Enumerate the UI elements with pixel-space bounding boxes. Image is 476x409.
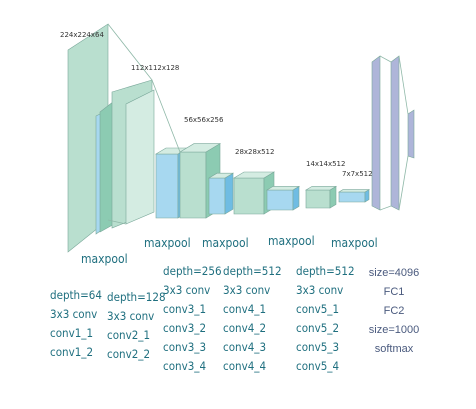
block5-info: depth=512 3x3 conv conv5_1 conv5_2 conv5… xyxy=(296,262,355,376)
fc-size-4096: size=4096 xyxy=(368,267,420,279)
size-label-7: 7x7x512 xyxy=(342,170,373,178)
fc-link-2 xyxy=(379,205,392,211)
fc1-layer xyxy=(371,55,381,211)
final-pool-top xyxy=(337,189,371,193)
block5-depth: depth=512 xyxy=(296,264,355,278)
block5-layer-3: conv5_3 xyxy=(296,340,340,354)
block3-depth: depth=256 xyxy=(163,264,222,278)
conv4-box-front xyxy=(233,177,265,215)
fc-link-1 xyxy=(379,55,392,63)
conv4-box-top xyxy=(232,171,276,179)
fc2-layer xyxy=(390,55,400,211)
conv4-pool-top xyxy=(207,172,235,179)
block5-layer-2: conv5_2 xyxy=(296,321,340,335)
block3-layer-1: conv3_1 xyxy=(163,302,207,316)
fc3-layer xyxy=(407,109,415,159)
maxpool-label-1: maxpool xyxy=(81,252,128,266)
fc-link-3 xyxy=(398,55,409,115)
conv5-box-top xyxy=(304,186,338,191)
block5-kernel: 3x3 conv xyxy=(296,283,344,297)
final-pool-front xyxy=(338,191,366,203)
block5-layer-1: conv5_1 xyxy=(296,302,340,316)
size-label-112: 112x112x128 xyxy=(131,64,180,72)
layer-boxes xyxy=(67,23,415,253)
block3-layer-4: conv3_4 xyxy=(163,359,207,373)
conv2-slab-2 xyxy=(125,89,155,225)
link-1 xyxy=(107,23,153,81)
block4-depth: depth=512 xyxy=(223,264,282,278)
conv4-pool-side xyxy=(224,172,234,215)
link-2 xyxy=(107,219,127,225)
conv3-pool-front xyxy=(155,153,179,219)
block3-kernel: 3x3 conv xyxy=(163,283,211,297)
maxpool-label-2: maxpool xyxy=(144,236,191,250)
conv5-pool-front xyxy=(266,189,294,211)
block2-kernel: 3x3 conv xyxy=(107,309,155,323)
maxpool-label-4: maxpool xyxy=(268,234,315,248)
block4-layer-3: conv4_3 xyxy=(223,340,267,354)
conv5-pool-side xyxy=(292,185,300,211)
conv4-pool-front xyxy=(208,177,226,215)
block2-layer-2: conv2_2 xyxy=(107,347,151,361)
size-label-14: 14x14x512 xyxy=(306,160,346,168)
block2-layer-1: conv2_1 xyxy=(107,328,151,342)
conv3-box-front xyxy=(179,151,207,219)
fc-info: size=4096 FC1 FC2 size=1000 softmax xyxy=(362,264,426,359)
maxpool-label-5: maxpool xyxy=(331,236,378,250)
block1-depth: depth=64 xyxy=(50,288,102,302)
size-label-224: 224x224x64 xyxy=(60,31,104,39)
fc1-label: FC1 xyxy=(383,286,405,298)
block1-info: depth=64 3x3 conv conv1_1 conv1_2 xyxy=(50,286,102,362)
block2-info: depth=128 3x3 conv conv2_1 conv2_2 xyxy=(107,288,166,364)
block4-layer-2: conv4_2 xyxy=(223,321,267,335)
conv5-pool-top xyxy=(265,186,301,191)
fc2-label: FC2 xyxy=(383,305,405,317)
fc-size-1000: size=1000 xyxy=(368,324,420,336)
block1-kernel: 3x3 conv xyxy=(50,307,98,321)
maxpool-label-3: maxpool xyxy=(202,236,249,250)
block4-layer-1: conv4_1 xyxy=(223,302,267,316)
block1-layer-1: conv1_1 xyxy=(50,326,94,340)
softmax-label: softmax xyxy=(374,343,414,355)
block5-layer-4: conv5_4 xyxy=(296,359,340,373)
block2-depth: depth=128 xyxy=(107,290,166,304)
block4-layer-4: conv4_4 xyxy=(223,359,267,373)
block1-layer-2: conv1_2 xyxy=(50,345,94,359)
size-label-56: 56x56x256 xyxy=(184,116,224,124)
block3-info: depth=256 3x3 conv conv3_1 conv3_2 conv3… xyxy=(163,262,222,376)
block4-kernel: 3x3 conv xyxy=(223,283,271,297)
conv5-box-front xyxy=(305,189,331,209)
block3-layer-2: conv3_2 xyxy=(163,321,207,335)
block4-info: depth=512 3x3 conv conv4_1 conv4_2 conv4… xyxy=(223,262,282,376)
link-3 xyxy=(151,79,181,153)
block3-layer-3: conv3_3 xyxy=(163,340,207,354)
conv3-box-top xyxy=(178,143,222,153)
fc-link-4 xyxy=(398,155,409,211)
size-label-28: 28x28x512 xyxy=(235,148,275,156)
